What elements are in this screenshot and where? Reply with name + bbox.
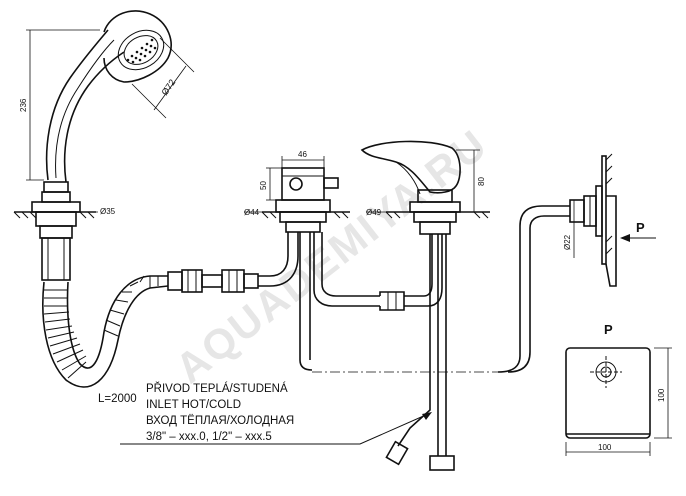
detail-view-title: P <box>604 322 613 337</box>
spout-base-diameter-value: Ø49 <box>366 208 382 217</box>
view-arrow: P <box>620 220 656 242</box>
hand-shower <box>13 10 172 281</box>
spout-height-value: 80 <box>477 177 486 186</box>
view-arrow-label: P <box>636 220 645 235</box>
valve-dimensions: 46 50 Ø44 <box>244 150 325 217</box>
valve-base-diameter-value: Ø44 <box>244 208 260 217</box>
detail-view-p: P 100 100 <box>565 322 672 456</box>
wall-connector-dimension: Ø22 <box>563 200 575 258</box>
wall-connector <box>497 153 617 373</box>
holder-diameter-value: Ø35 <box>100 207 116 216</box>
valve-height-value: 50 <box>259 181 268 190</box>
detail-height-value: 100 <box>657 388 666 402</box>
hose-length-label: L=2000 <box>98 393 137 405</box>
detail-width-value: 100 <box>598 443 612 452</box>
spout-dimensions: 80 Ø49 <box>366 149 486 217</box>
shower-height-dimension: 236 <box>19 29 100 181</box>
spout-mixer <box>360 140 490 471</box>
shower-diameter-value: Ø72 <box>159 77 177 97</box>
shower-height-value: 236 <box>19 98 28 112</box>
diverter-valve <box>261 167 380 371</box>
wall-connector-diameter-value: Ø22 <box>563 234 572 250</box>
callout-line-2: INLET HOT/COLD <box>146 399 241 411</box>
callout-line-3: ВХОД ТЁПЛАЯ/ХОЛОДНАЯ <box>146 415 294 427</box>
callout-line-4: 3/8" – xxx.0, 1/2" – xxx.5 <box>146 431 272 443</box>
valve-width-value: 46 <box>298 150 307 159</box>
inlet-callout: PŘIVOD TEPLÁ/STUDENÁ INLET HOT/COLD ВХОД… <box>120 382 432 445</box>
callout-line-1: PŘIVOD TEPLÁ/STUDENÁ <box>146 382 288 395</box>
shower-hose <box>42 232 299 388</box>
holder-diameter-dimension: Ø35 <box>76 207 116 216</box>
